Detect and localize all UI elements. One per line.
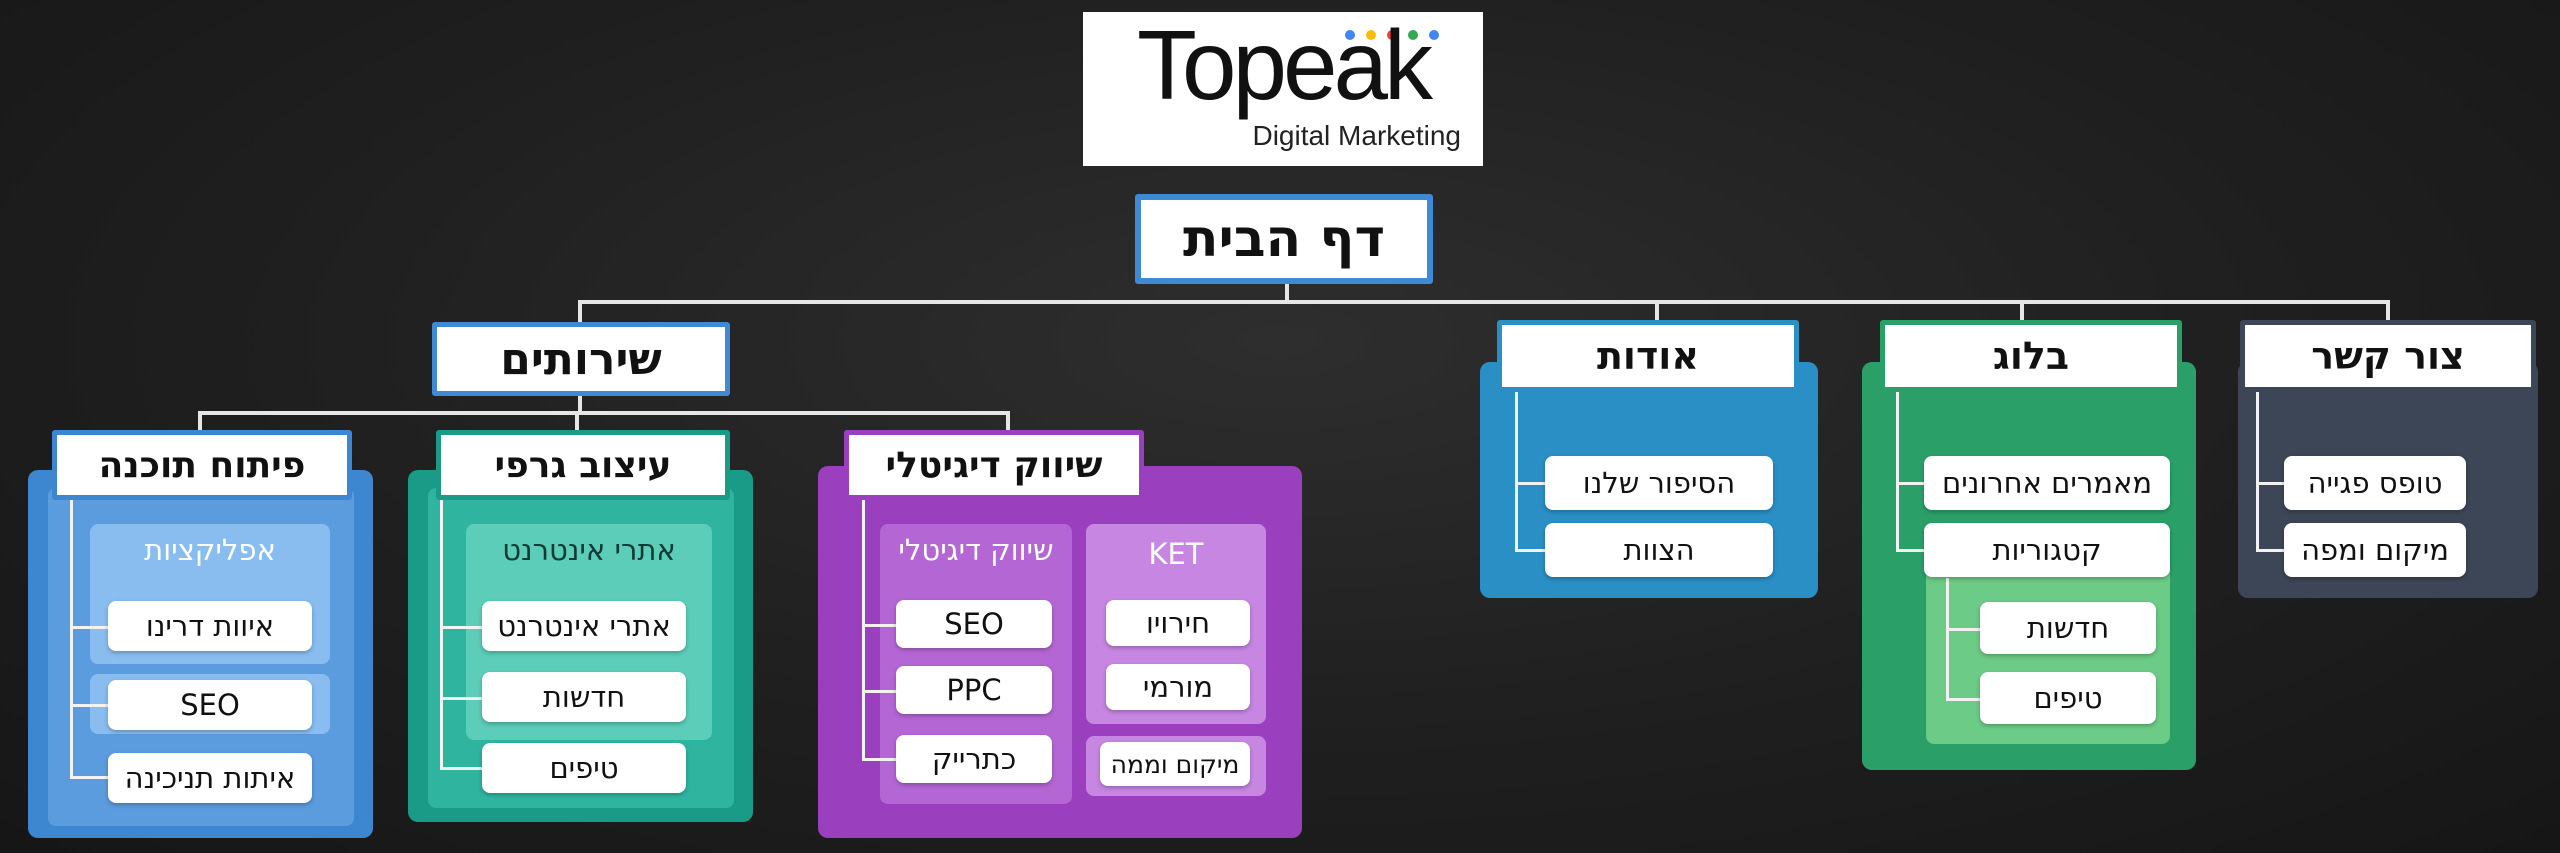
- logo-dot: [1345, 30, 1355, 40]
- graphic-branch: [440, 767, 482, 770]
- connector-software-drop: [198, 411, 202, 433]
- logo-dot: [1408, 30, 1418, 40]
- logo: Topeak Digital Marketing: [1083, 12, 1483, 166]
- software-branch: [70, 626, 110, 629]
- ket-item[interactable]: חירויו: [1106, 600, 1250, 646]
- contact-tree-line: [2256, 385, 2259, 551]
- extra-item[interactable]: מיקום וממה: [1100, 742, 1250, 786]
- graphic-branch: [440, 697, 482, 700]
- logo-wordmark: Topeak: [1136, 10, 1433, 120]
- software-node[interactable]: פיתוח תוכנה: [52, 430, 352, 500]
- graphic-branch: [440, 626, 482, 629]
- about-node[interactable]: אודות: [1497, 320, 1799, 392]
- contact-branch: [2256, 482, 2284, 485]
- blog-cat-branch: [1946, 698, 1980, 701]
- contact-label: צור קשר: [2311, 334, 2465, 378]
- home-label: דף הבית: [1182, 209, 1386, 269]
- blog-cat-item[interactable]: טיפים: [1980, 672, 2156, 724]
- logo-dot: [1429, 30, 1439, 40]
- blog-item[interactable]: קטגוריות: [1924, 523, 2170, 577]
- contact-branch: [2256, 549, 2284, 552]
- about-tree-line: [1515, 385, 1518, 551]
- digital-node[interactable]: שיווק דיגיטלי: [844, 430, 1144, 500]
- about-branch: [1515, 482, 1545, 485]
- blog-cat-line: [1946, 578, 1949, 700]
- blog-node[interactable]: בלוג: [1880, 320, 2182, 392]
- blog-cat-item[interactable]: חדשות: [1980, 602, 2156, 654]
- software-branch: [70, 704, 110, 707]
- about-item[interactable]: הסיפור שלנו: [1545, 456, 1773, 510]
- connector-root-down: [1285, 282, 1289, 302]
- digital-tree-line: [862, 470, 865, 760]
- connector-digital-drop: [1006, 411, 1010, 433]
- ket-label: KET: [1148, 537, 1204, 571]
- digital-item[interactable]: PPC: [896, 666, 1052, 714]
- blog-branch: [1896, 482, 1926, 485]
- blog-cat-branch: [1946, 628, 1980, 631]
- digital-item[interactable]: SEO: [896, 600, 1052, 648]
- logo-tagline: Digital Marketing: [1252, 120, 1461, 151]
- software-item[interactable]: איוות דרינו: [108, 601, 312, 651]
- ket-item[interactable]: מורמי: [1106, 664, 1250, 710]
- about-item[interactable]: הצוות: [1545, 523, 1773, 577]
- connector-services-drop: [578, 300, 582, 324]
- web-label: אתרי אינטרנט: [502, 533, 676, 567]
- digital-sub-label: שיווק דיגיטלי: [898, 533, 1054, 567]
- connector-top-bar: [578, 300, 2390, 304]
- software-tree-line: [70, 470, 73, 778]
- contact-node[interactable]: צור קשר: [2240, 320, 2536, 392]
- logo-dot: [1387, 30, 1397, 40]
- services-node[interactable]: שירותים: [432, 322, 730, 396]
- blog-label: בלוג: [1992, 334, 2070, 378]
- software-item[interactable]: איתות תניכינה: [108, 753, 312, 803]
- home-node[interactable]: דף הבית: [1135, 194, 1433, 284]
- graphic-node[interactable]: עיצוב גרפי: [436, 430, 730, 500]
- blog-tree-line: [1896, 385, 1899, 551]
- digital-branch: [862, 758, 898, 761]
- digital-branch: [862, 624, 898, 627]
- logo-dot: [1366, 30, 1376, 40]
- about-branch: [1515, 549, 1545, 552]
- digital-item[interactable]: כתרייק: [896, 735, 1052, 783]
- graphic-tree-line: [440, 470, 443, 770]
- connector-about-drop: [1655, 300, 1659, 324]
- graphic-label: עיצוב גרפי: [494, 444, 672, 486]
- software-item[interactable]: SEO: [108, 680, 312, 730]
- blog-branch: [1896, 549, 1926, 552]
- contact-item[interactable]: טופס פגייה: [2284, 456, 2466, 510]
- digital-branch: [862, 690, 898, 693]
- connector-blog-drop: [2020, 300, 2024, 324]
- graphic-item[interactable]: טיפים: [482, 743, 686, 793]
- apps-label: אפליקציות: [144, 533, 276, 567]
- connector-services-bar: [198, 411, 1010, 415]
- connector-graphic-drop: [575, 411, 579, 433]
- blog-item[interactable]: מאמרים אחרונים: [1924, 456, 2170, 510]
- connector-contact-drop: [2386, 300, 2390, 324]
- contact-item[interactable]: מיקום ומפה: [2284, 523, 2466, 577]
- services-label: שירותים: [500, 333, 662, 385]
- connector-services-down: [578, 393, 582, 413]
- graphic-item[interactable]: חדשות: [482, 672, 686, 722]
- graphic-item[interactable]: אתרי אינטרנט: [482, 601, 686, 651]
- software-label: פיתוח תוכנה: [98, 444, 306, 486]
- digital-label: שיווק דיגיטלי: [885, 444, 1103, 486]
- about-label: אודות: [1596, 334, 1700, 378]
- software-branch: [70, 776, 110, 779]
